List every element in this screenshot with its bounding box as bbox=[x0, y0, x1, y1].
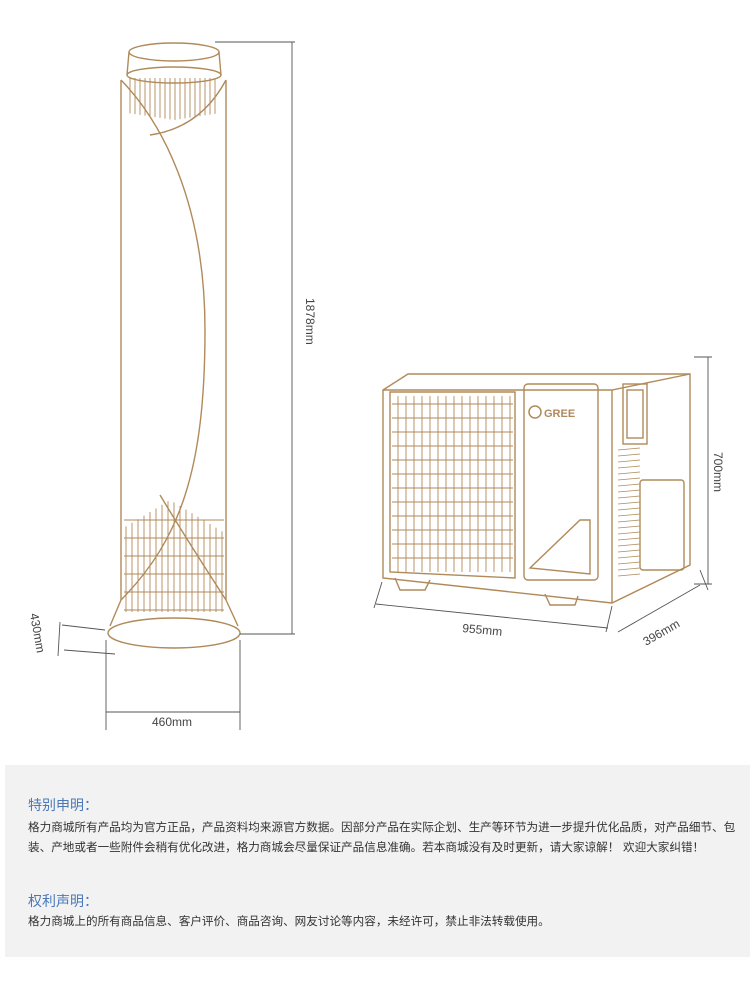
outdoor-unit-drawing bbox=[382, 373, 691, 606]
special-notice-title: 特别申明： bbox=[28, 798, 98, 814]
rights-notice-body: 格力商城上的所有商品信息、客户评价、商品咨询、网友讨论等内容，未经许可，禁止非法… bbox=[28, 914, 550, 928]
indoor-width-label: 460mm bbox=[152, 715, 192, 729]
notice-panel: 特别申明： 格力商城所有产品均为官方正品，产品资料均来源官方数据。因部分产品在实… bbox=[5, 765, 750, 957]
indoor-height-label: 1878mm bbox=[303, 298, 317, 345]
outdoor-height-label: 700mm bbox=[711, 452, 725, 492]
indoor-depth-label: 430mm bbox=[27, 612, 48, 654]
indoor-top-grille bbox=[129, 78, 216, 120]
outdoor-side-fins bbox=[617, 447, 641, 577]
indoor-unit-drawing bbox=[107, 42, 241, 649]
outdoor-depth-label: 396mm bbox=[641, 616, 683, 648]
svg-text:GREE: GREE bbox=[544, 408, 575, 420]
product-dimension-diagram: 1878mm 460mm 430mm GREE 700mm 955mm 396m… bbox=[27, 41, 725, 730]
gree-logo: GREE bbox=[528, 405, 575, 420]
outdoor-width-label: 955mm bbox=[462, 621, 503, 639]
outdoor-dimension-lines bbox=[373, 356, 712, 633]
special-notice-body: 格力商城所有产品均为官方正品，产品资料均来源官方数据。因部分产品在实际企划、生产… bbox=[28, 820, 736, 854]
rights-notice-title: 权利声明： bbox=[28, 894, 98, 910]
outdoor-fan-grille bbox=[392, 396, 513, 572]
indoor-bottom-grille bbox=[124, 501, 224, 612]
indoor-dimension-lines bbox=[57, 41, 295, 730]
